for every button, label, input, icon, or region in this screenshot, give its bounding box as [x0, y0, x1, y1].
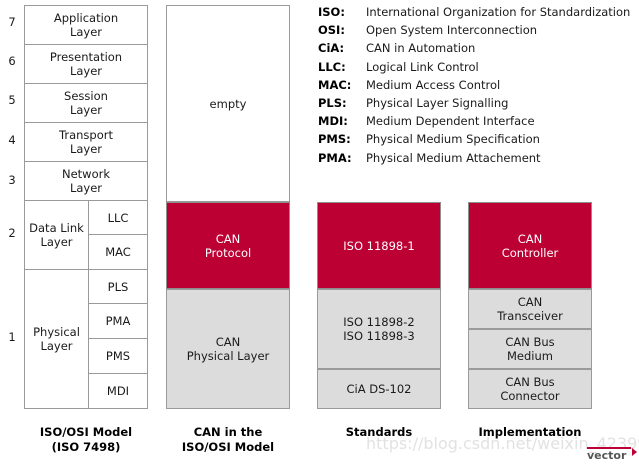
osi-sublayer-pls: PLS [88, 269, 148, 304]
layer-number-3: 3 [8, 173, 16, 187]
legend-abbr-mdi: MDI: [318, 114, 348, 129]
vector-logo-tick-icon [632, 448, 637, 456]
layer-number-5: 5 [8, 93, 16, 107]
legend-row-pms: PMS: Physical Medium Specification [318, 130, 636, 148]
legend-row-llc: LLC: Logical Link Control [318, 58, 636, 76]
legend-abbr-pls: PLS: [318, 96, 347, 111]
caption-osi-model-line2: (ISO 7498) [51, 440, 121, 454]
osi-sublayer-mac: MAC [88, 234, 148, 270]
caption-osi-model-line1: ISO/OSI Model [39, 425, 133, 439]
osi-sublayer-pms: PMS [88, 338, 148, 374]
caption-osi-model: ISO/OSI Model (ISO 7498) [24, 425, 148, 455]
legend-row-cia: CiA: CAN in Automation [318, 39, 636, 57]
caption-can-in-osi-line1: CAN in the [193, 425, 263, 439]
can-osi-block-empty: empty [166, 5, 290, 202]
caption-standards-line1: Standards [345, 425, 413, 439]
legend-row-mdi: MDI: Medium Dependent Interface [318, 112, 636, 130]
legend-row-mac: MAC: Medium Access Control [318, 76, 636, 94]
legend-abbr-osi: OSI: [318, 23, 345, 38]
caption-can-in-osi-line2: ISO/OSI Model [181, 440, 275, 454]
osi-sublayer-llc: LLC [88, 200, 148, 235]
legend-text-pls: Physical Layer Signalling [366, 96, 509, 111]
abbreviation-legend: ISO: International Organization for Stan… [318, 3, 636, 167]
caption-implementation-line1: Implementation [478, 425, 582, 439]
vector-logo-bar [587, 447, 631, 449]
osi-sublayer-pma: PMA [88, 303, 148, 339]
legend-text-cia: CAN in Automation [366, 41, 476, 56]
legend-row-pls: PLS: Physical Layer Signalling [318, 94, 636, 112]
legend-row-osi: OSI: Open System Interconnection [318, 21, 636, 39]
layer-number-2: 2 [8, 226, 16, 240]
layer-number-1: 1 [8, 330, 16, 344]
legend-abbr-cia: CiA: [318, 41, 345, 56]
legend-abbr-pma: PMA: [318, 150, 352, 165]
legend-abbr-pms: PMS: [318, 132, 351, 147]
standards-block-iso-11898-1: ISO 11898-1 [317, 202, 441, 289]
legend-row-pma: PMA: Physical Medium Attachement [318, 149, 636, 167]
watermark-url: https://blog.csdn.net/weixin_42399934 [366, 434, 639, 453]
vector-logo: vector [587, 447, 637, 462]
standards-block-cia-ds-102: CiA DS-102 [317, 369, 441, 409]
legend-text-llc: Logical Link Control [366, 59, 479, 74]
legend-abbr-llc: LLC: [318, 59, 346, 74]
legend-row-iso: ISO: International Organization for Stan… [318, 3, 636, 21]
legend-text-iso: International Organization for Standardi… [366, 5, 631, 20]
legend-abbr-mac: MAC: [318, 77, 352, 92]
caption-implementation: Implementation [460, 425, 600, 440]
layer-number-4: 4 [8, 133, 16, 147]
legend-text-osi: Open System Interconnection [366, 23, 538, 38]
vector-logo-text: vector [587, 449, 627, 462]
layer-number-6: 6 [8, 54, 16, 68]
legend-text-mac: Medium Access Control [366, 77, 501, 92]
caption-standards: Standards [317, 425, 441, 440]
legend-text-pma: Physical Medium Attachement [366, 150, 541, 165]
osi-sublayer-mdi: MDI [88, 373, 148, 409]
caption-can-in-osi: CAN in the ISO/OSI Model [166, 425, 290, 455]
legend-abbr-iso: ISO: [318, 5, 345, 20]
legend-text-mdi: Medium Dependent Interface [366, 114, 535, 129]
legend-text-pms: Physical Medium Specification [366, 132, 540, 147]
layer-number-7: 7 [8, 15, 16, 29]
